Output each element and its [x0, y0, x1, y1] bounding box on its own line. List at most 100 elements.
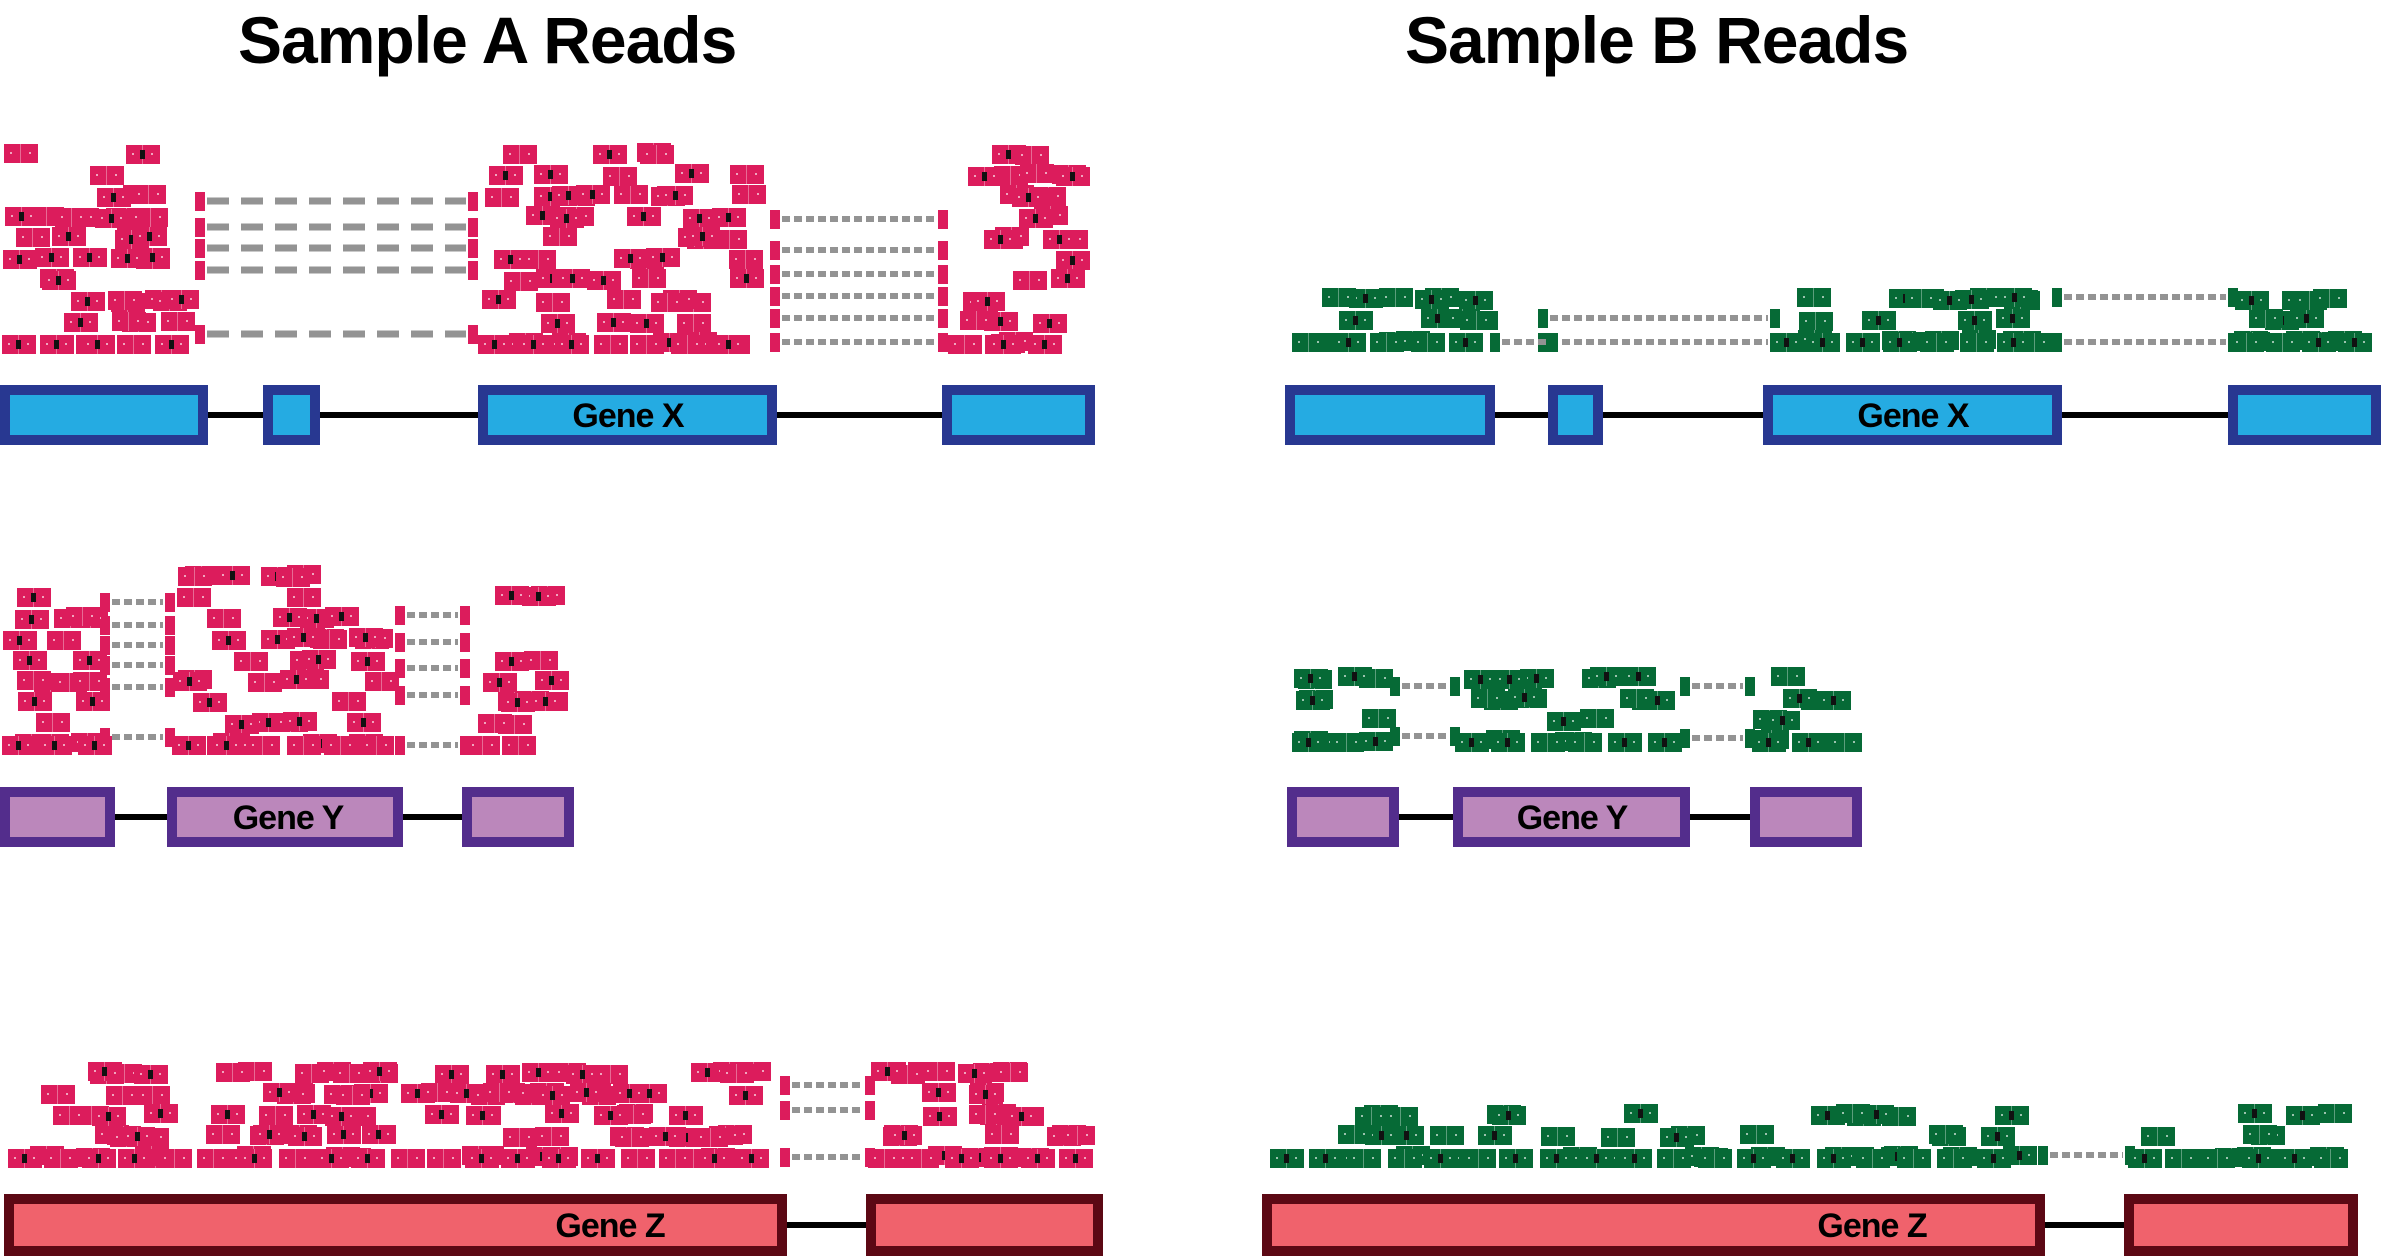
read-dot: [237, 639, 239, 641]
read-dot: [526, 701, 528, 703]
read: [1776, 1149, 1810, 1168]
read: [15, 610, 49, 629]
read: [621, 1149, 655, 1168]
gene-label: Gene X: [1857, 397, 1969, 435]
read-segment: [1421, 309, 1438, 328]
read-dot: [603, 321, 605, 323]
read: [421, 1083, 455, 1102]
gene-z-model-b: Gene Z: [1262, 1194, 2358, 1256]
splice-junction-read: [770, 309, 948, 328]
read-segment: [2314, 1149, 2331, 1168]
read-divider: [1001, 1125, 1002, 1144]
junction-stub: [468, 192, 478, 211]
read-divider: [303, 736, 304, 755]
read: [1379, 288, 1413, 307]
read-dot: [304, 1157, 306, 1159]
read-dot: [77, 300, 79, 302]
read: [503, 145, 537, 164]
read: [1339, 311, 1373, 330]
read: [529, 692, 563, 711]
exon: [472, 797, 564, 837]
read-divider: [646, 335, 647, 354]
read-dot: [1417, 341, 1419, 343]
read-dot: [528, 153, 530, 155]
junction-stub: [1450, 677, 1460, 696]
read: [276, 568, 310, 587]
read-dot: [1480, 741, 1482, 743]
read-segment: [40, 335, 57, 354]
read: [287, 736, 321, 755]
read-segment: [327, 1125, 344, 1144]
read-dot: [2320, 1157, 2322, 1159]
read-mismatch-mark: [17, 636, 22, 645]
read-dot: [994, 1093, 996, 1095]
read-dot: [2003, 341, 2005, 343]
read-dot: [59, 1114, 61, 1116]
reads-layer: [2, 143, 2372, 1168]
read-mismatch-mark: [2249, 296, 2254, 305]
read-dot: [547, 1071, 549, 1073]
read-mismatch-mark: [1073, 1154, 1078, 1163]
read-segment: [1601, 1128, 1618, 1147]
read-divider: [213, 1149, 214, 1168]
read-segment: [35, 248, 52, 267]
read-segment: [88, 1062, 105, 1081]
read-segment: [216, 566, 233, 585]
read-segment: [1883, 333, 1900, 352]
read-dot: [1663, 1157, 1665, 1159]
read-dot: [566, 322, 568, 324]
read-dot: [203, 1157, 205, 1159]
read-divider: [736, 1064, 737, 1083]
read-dot: [1922, 1157, 1924, 1159]
read-dot: [183, 596, 185, 598]
read-dot: [11, 215, 13, 217]
read-segment: [671, 335, 688, 354]
read-dot: [528, 258, 530, 260]
read-mismatch-mark: [1001, 340, 1006, 349]
read-dot: [2249, 1133, 2251, 1135]
read-dot: [38, 659, 40, 661]
read-dot: [734, 1134, 736, 1136]
read-dot: [1803, 296, 1805, 298]
read-divider: [407, 1149, 408, 1168]
read: [534, 165, 568, 184]
read-mismatch-mark: [479, 1154, 484, 1163]
read-segment: [8, 1149, 25, 1168]
read-dot: [711, 235, 713, 237]
read-dot: [122, 196, 124, 198]
read-dot: [1380, 1115, 1382, 1117]
read-mismatch-mark: [700, 232, 705, 241]
read: [614, 249, 648, 268]
read-segment: [172, 736, 189, 755]
read-segment: [960, 311, 977, 330]
junction-stub: [468, 261, 478, 280]
read-segment: [1590, 667, 1607, 686]
read: [1012, 188, 1046, 207]
read-dot: [526, 1157, 528, 1159]
read-segment: [1459, 291, 1476, 310]
read-segment: [365, 672, 382, 691]
read-segment: [16, 228, 33, 247]
read: [686, 227, 720, 246]
read-mismatch-mark: [1820, 338, 1825, 347]
read: [283, 712, 317, 731]
read-mismatch-mark: [1991, 1154, 1996, 1163]
read: [2318, 1104, 2352, 1123]
read-mismatch-mark: [316, 655, 321, 664]
read-segment: [134, 1065, 151, 1084]
read-mismatch-mark: [277, 1088, 282, 1097]
read-dot: [357, 1157, 359, 1159]
read-segment: [1292, 333, 1309, 352]
read-dot: [22, 236, 24, 238]
read-divider: [633, 1105, 634, 1124]
read: [958, 1064, 992, 1083]
read-mismatch-mark: [667, 338, 672, 347]
read: [632, 269, 666, 288]
read-dot: [1911, 297, 1913, 299]
read: [1997, 333, 2031, 352]
read-divider: [122, 1086, 123, 1105]
read-dot: [369, 1070, 371, 1072]
read-mismatch-mark: [66, 232, 71, 241]
read-segment: [1047, 1127, 1064, 1146]
read: [1455, 733, 1489, 752]
